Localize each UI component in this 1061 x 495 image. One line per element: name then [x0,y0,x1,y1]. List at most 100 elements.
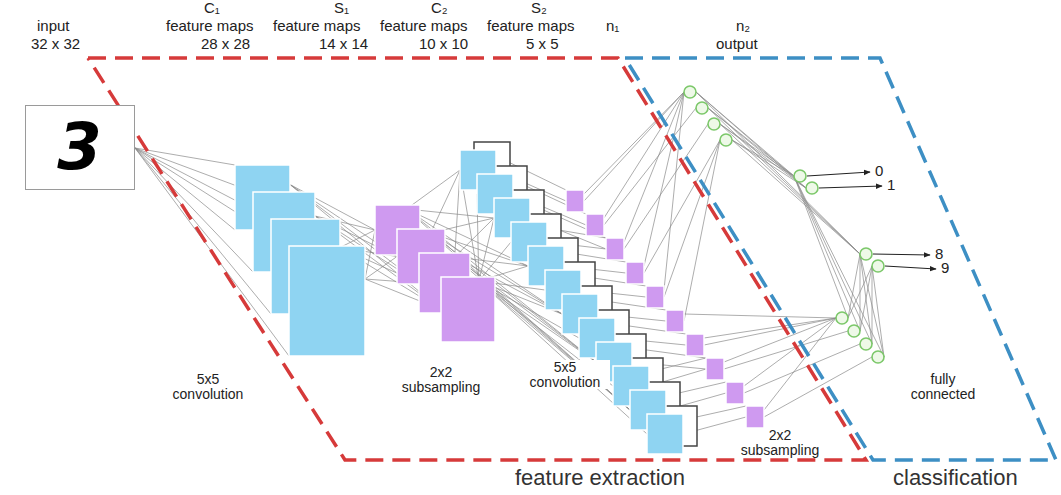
connection-line [708,108,806,188]
connection-line [732,140,794,176]
operation-label: fully connected [898,372,988,401]
output-arrow [885,266,936,269]
neuron [848,325,860,337]
connection-lines [135,92,884,434]
classification-region: classification [620,55,1061,495]
connection-line [584,92,684,201]
s2-feature-map [606,238,624,260]
layer-name: output [715,36,759,53]
neuron [794,170,806,182]
dashed-border [625,58,1056,460]
s2-feature-map [746,406,764,428]
connection-line [135,148,235,230]
neuron [872,351,884,363]
s2-feature-map [646,286,664,308]
layer-size: 5 x 5 [525,36,560,53]
connection-line [872,266,884,357]
connection-line [696,92,860,254]
layer-name: feature maps [379,18,469,35]
connection-line [479,242,511,281]
c2-feature-map-stack [460,150,683,454]
s2-feature-map [686,334,704,356]
operation-label: 2x2 subsampling [396,365,486,394]
s2-feature-map [666,310,684,332]
layer-symbol: C₂ [430,0,449,17]
neuron [684,86,696,98]
s2-feature-map [726,382,744,404]
connection-line [794,176,872,344]
connection-line [604,92,684,218]
layer-name: feature maps [486,18,576,35]
operation-label: 2x2 subsampling [735,428,825,457]
s1-feature-map-stack [375,205,495,342]
s2-feature-map-stack [566,190,764,428]
connection-line [720,124,860,254]
neuron [806,182,818,194]
layer-symbol: C₁ [203,0,221,17]
connection-line [724,331,848,369]
connection-line [860,254,884,357]
dashed-region-outline [620,55,1061,495]
connection-line [794,176,860,331]
connection-line [407,170,461,209]
connection-line [340,230,375,248]
connection-line [794,176,848,318]
layer-name: input [36,18,71,35]
region-title: feature extraction [515,466,685,490]
connection-line [696,92,806,188]
connection-line [764,357,872,417]
neuron [860,338,872,350]
input-digit: 3 [57,112,102,182]
layer-name: feature maps [272,18,362,35]
connection-line [664,92,684,290]
layer-symbol: n₁ [605,18,620,35]
connection-line [479,281,647,434]
output-arrow [819,186,882,188]
connection-line [732,140,860,254]
output-arrow [873,254,930,255]
neuron [860,248,872,260]
layer-size: 32 x 32 [30,36,81,53]
layer-size: 14 x 14 [318,36,369,53]
connection-line [365,257,397,280]
s2-feature-map [706,358,724,380]
connection-line [720,124,794,176]
input-image: 3 [25,105,135,190]
output-class: 9 [940,260,950,277]
connection-line [704,318,836,338]
layer-symbol: S₁ [333,0,350,17]
connection-line [720,124,806,188]
s1-feature-map [441,277,495,342]
operation-label: 5x5 convolution [163,372,253,401]
connection-line [848,254,860,318]
output-class: 1 [886,177,896,194]
connection-line [455,218,494,257]
layer-size: 10 x 10 [418,36,469,53]
connection-line [455,170,460,257]
feature-map-outline-stack [474,142,697,446]
layer-size: 28 x 28 [200,36,251,53]
s2-feature-map [586,214,604,236]
s2-feature-map [566,190,584,212]
output-class: 0 [874,163,884,180]
region-title: classification [893,466,1018,490]
neuron [720,134,732,146]
connection-line [684,140,720,321]
layer-symbol: n₂ [735,18,751,35]
s2-feature-map [626,262,644,284]
connection-line [365,230,375,279]
c2-feature-map [647,414,683,454]
connection-line [732,140,806,188]
output-arrow [807,172,870,176]
output-arrows [807,172,936,269]
connection-line [684,314,836,318]
connection-line [794,176,884,357]
operation-label: 5x5 convolution [520,360,610,389]
connection-line [135,148,235,165]
layer-name: feature maps [165,18,255,35]
c1-feature-map-stack [235,165,365,356]
